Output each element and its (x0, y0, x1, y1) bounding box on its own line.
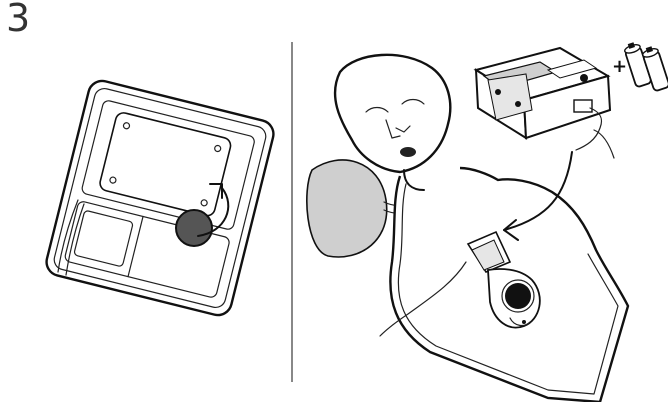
manikin-head (335, 55, 450, 172)
compression-button (505, 283, 531, 309)
control-box (476, 48, 614, 158)
manikin-mouth (400, 147, 416, 157)
lung-bag (307, 160, 387, 257)
battery-compartment-drawing (44, 78, 277, 318)
plus-sign: + (612, 56, 627, 77)
aa-batteries-icon (623, 41, 668, 92)
